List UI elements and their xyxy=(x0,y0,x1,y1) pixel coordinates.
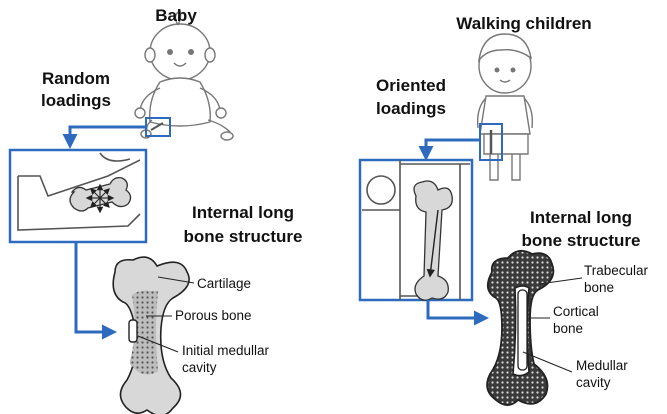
label-cortical-line2: bone xyxy=(553,321,583,336)
left-zoom-arrow xyxy=(70,127,146,146)
label-medullar-line2: cavity xyxy=(576,375,611,390)
medullar-cavity xyxy=(518,290,527,370)
child-long-bone xyxy=(487,251,553,405)
baby-illustration xyxy=(135,11,233,140)
right-loading-label-line1: Oriented xyxy=(376,76,446,95)
left-subject-title: Baby xyxy=(155,6,197,25)
initial-medullar-cavity xyxy=(129,320,137,342)
label-trabecular-line1: Trabecular xyxy=(584,263,649,278)
label-initial-medullar-line2: cavity xyxy=(182,360,217,375)
right-structure-title-line1: Internal long xyxy=(530,208,632,227)
left-loading-label-line2: loadings xyxy=(41,91,111,110)
label-porous-bone: Porous bone xyxy=(175,308,252,323)
label-cartilage: Cartilage xyxy=(197,276,251,291)
left-structure-title-line1: Internal long xyxy=(192,203,294,222)
right-subject-title: Walking children xyxy=(456,14,591,33)
right-structure-title-line2: bone structure xyxy=(521,231,640,250)
left-structure-arrow xyxy=(76,242,114,332)
right-zoom-box xyxy=(360,160,472,300)
label-trabecular-line2: bone xyxy=(584,280,614,295)
label-medullar-line1: Medullar xyxy=(576,358,628,373)
label-initial-medullar-line1: Initial medullar xyxy=(182,343,270,358)
right-loading-label-line2: loadings xyxy=(376,99,446,118)
right-structure-arrow xyxy=(428,300,486,318)
label-cortical-line1: Cortical xyxy=(553,304,599,319)
walking-child-illustration xyxy=(478,34,533,180)
left-structure-title-line2: bone structure xyxy=(183,227,302,246)
left-loading-label-line1: Random xyxy=(42,69,110,88)
right-zoom-arrow xyxy=(426,140,480,158)
